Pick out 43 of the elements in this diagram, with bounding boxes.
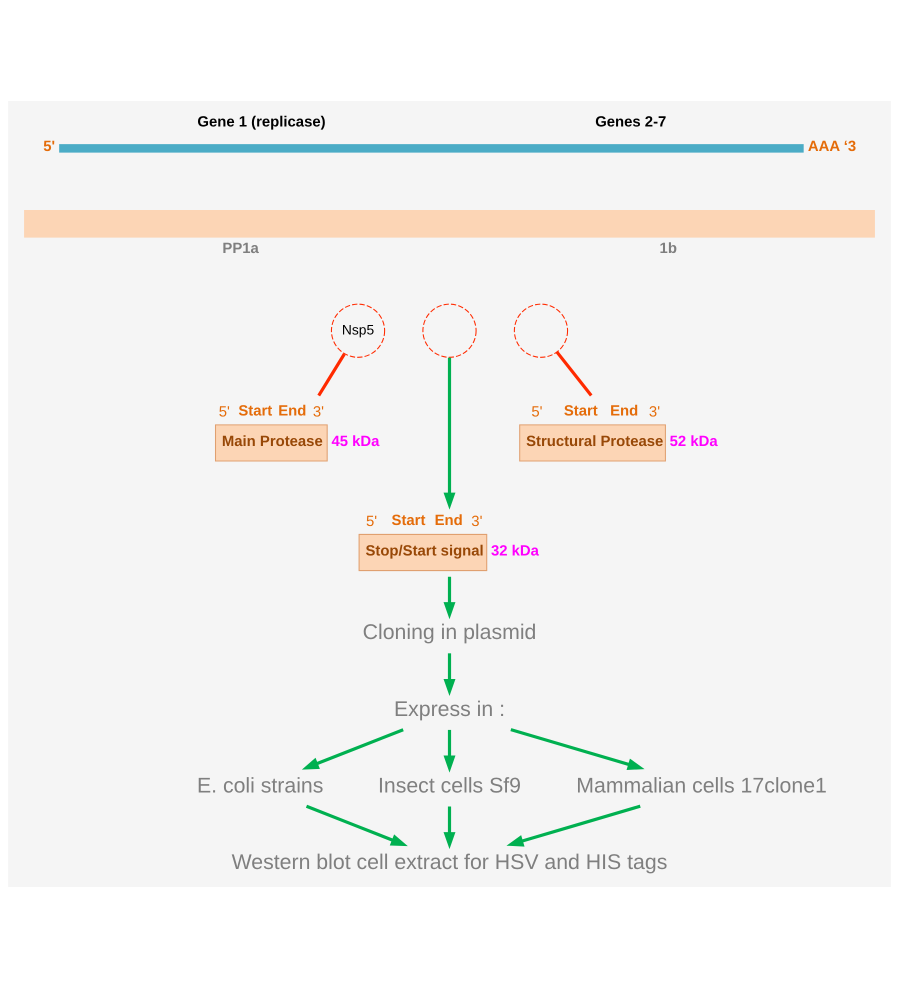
node-label: 5'	[531, 404, 543, 421]
node-label: AAA ‘3	[808, 139, 856, 156]
node-label: 45 kDa	[331, 434, 380, 450]
arrow	[444, 730, 456, 773]
node-label: End	[610, 404, 638, 420]
node-text: Cloning in plasmid	[362, 620, 536, 644]
node-label: 32 kDa	[490, 543, 539, 560]
node-label: 3'	[648, 404, 660, 421]
arrow	[302, 728, 404, 770]
node-label: Genes 2-7	[595, 114, 666, 131]
node-bar	[24, 210, 875, 238]
node-label: 1b	[660, 240, 677, 257]
node-label: 3'	[471, 514, 482, 530]
arrow	[506, 804, 641, 847]
node-label: 5'	[43, 139, 56, 156]
arrow	[306, 804, 408, 846]
node-text: E. coli strains	[196, 773, 324, 798]
node-text: Western blot cell extract for HSV and HIS tags	[232, 850, 668, 874]
node-box	[59, 144, 804, 153]
connector	[317, 353, 346, 396]
node-text: Insect cells Sf9	[378, 773, 522, 798]
node-circle	[514, 304, 568, 358]
arrow	[444, 576, 456, 620]
arrow	[444, 358, 456, 510]
node-text: Express in :	[394, 696, 506, 721]
arrow	[510, 728, 645, 770]
node-text: Mammalian cells 17clone1	[576, 773, 827, 798]
node-label: 3'	[312, 404, 324, 421]
node-label: Start	[238, 404, 272, 420]
node-label: 5'	[218, 404, 230, 421]
connector	[556, 351, 592, 396]
node-label: 5'	[366, 514, 378, 530]
arrow	[444, 653, 456, 696]
node-label: PP1a	[222, 240, 259, 257]
node-label: Start	[564, 404, 598, 420]
node-label: Start	[392, 513, 426, 530]
node-label: End	[278, 404, 306, 420]
node-label: Gene 1 (replicase)	[197, 114, 326, 131]
node-circle	[422, 304, 477, 358]
node-label: End	[434, 513, 463, 530]
arrow	[444, 806, 456, 850]
node-circle: Nsp5	[330, 304, 386, 358]
node-label: 52 kDa	[670, 434, 718, 450]
